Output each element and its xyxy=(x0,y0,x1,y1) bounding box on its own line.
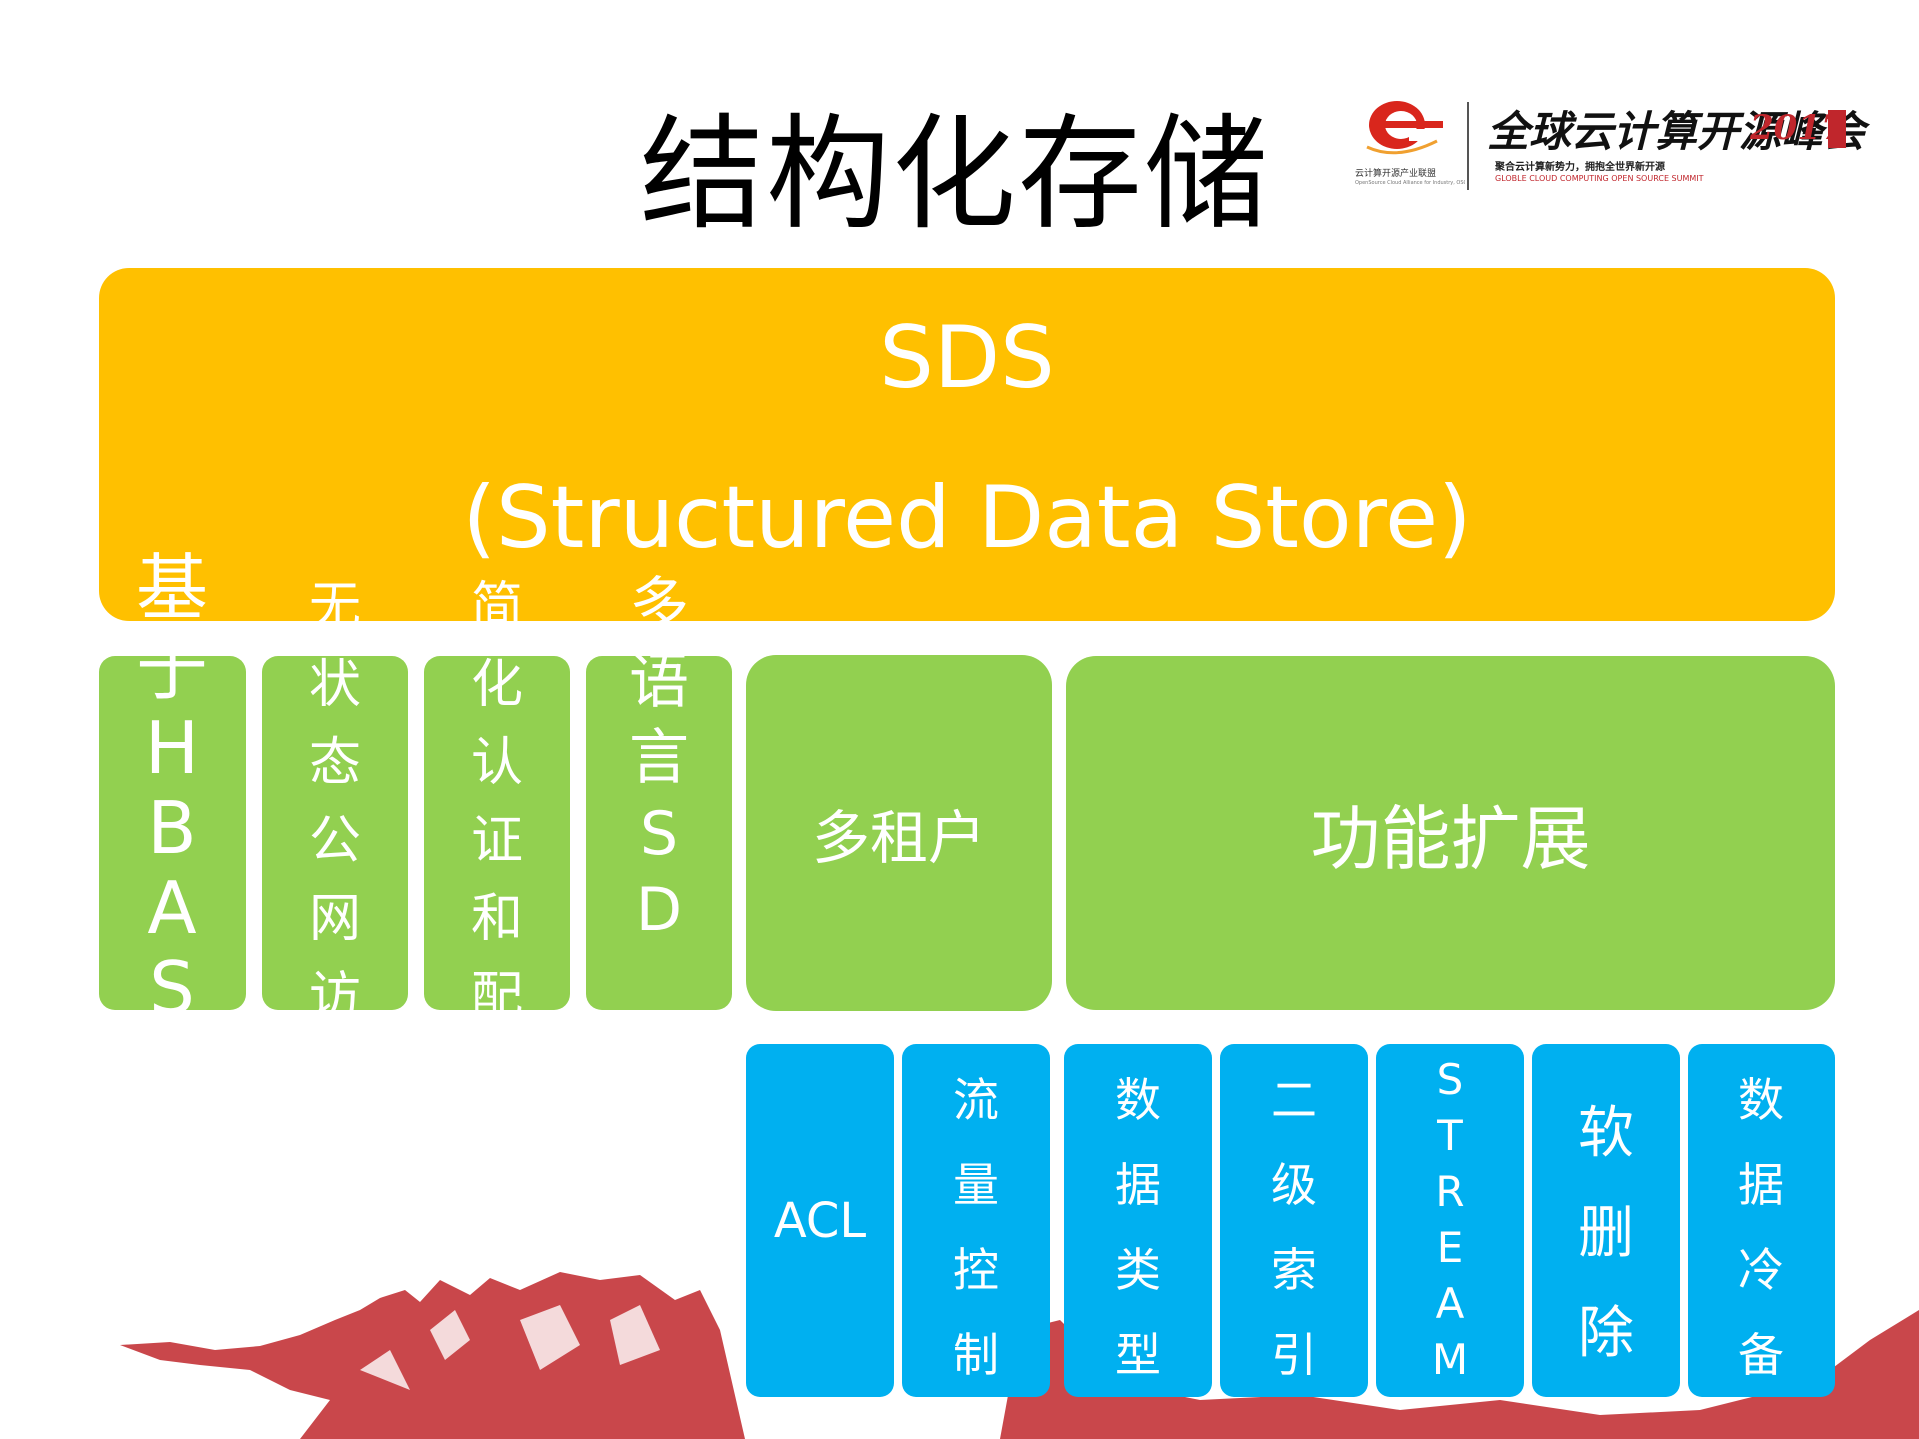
oscar-e-logo-icon xyxy=(1366,101,1443,155)
feature-label-extension: 功能扩展 xyxy=(1310,797,1591,880)
logo-divider xyxy=(1467,102,1469,190)
extension-label-softdel: 软删除 xyxy=(1578,1101,1634,1366)
feature-text-clip-stateless: 无状态公网访 xyxy=(262,568,408,1010)
extension-label-index: 二级索引 xyxy=(1271,1073,1317,1382)
feature-text-clip-sdk: 多语言SD xyxy=(586,568,732,1010)
extension-label-stream: STREAM xyxy=(1431,1055,1469,1384)
summit-seal-icon xyxy=(1828,110,1846,148)
extension-box-index: 二级索引 xyxy=(1220,1044,1368,1397)
extension-box-flow: 流量控制 xyxy=(902,1044,1050,1397)
feature-label-sdk: 多语言SD xyxy=(629,571,689,945)
extension-box-stream: STREAM xyxy=(1376,1044,1524,1397)
feature-label-tenant: 多租户 xyxy=(811,804,986,872)
extension-box-softdel: 软删除 xyxy=(1532,1044,1680,1397)
summit-slogan: 聚合云计算新势力，拥抱全世界新开源 xyxy=(1495,162,1665,173)
feature-box-extension: 功能扩展 xyxy=(1066,656,1835,1010)
extension-label-acl: ACL xyxy=(773,1192,867,1249)
sds-title: SDS xyxy=(879,308,1055,408)
mountain-decoration xyxy=(120,1272,1919,1439)
feature-text-clip-auth: 简化认证和配 xyxy=(424,568,570,1010)
org-name-en: OpenSource Cloud Alliance for Industry, … xyxy=(1355,180,1465,186)
feature-box-tenant: 多租户 xyxy=(746,655,1052,1011)
feature-text-clip-hbase: 基于HBAS xyxy=(99,548,246,1010)
extension-box-types: 数据类型 xyxy=(1064,1044,1212,1397)
feature-box-hbase xyxy=(99,656,246,1010)
feature-label-hbase: 基于HBAS xyxy=(136,548,209,1010)
summit-logo: 云计算开源产业联盟 OpenSource Cloud Alliance for … xyxy=(1355,90,1865,200)
extension-box-acl: ACL xyxy=(746,1044,894,1397)
extension-label-flow: 流量控制 xyxy=(953,1073,999,1382)
sds-block: SDS (Structured Data Store) xyxy=(99,268,1835,621)
extension-label-coldbackup: 数据冷备 xyxy=(1738,1073,1784,1382)
feature-box-sdk xyxy=(586,656,732,1010)
summit-name-en: GLOBLE CLOUD COMPUTING OPEN SOURCE SUMMI… xyxy=(1495,174,1704,183)
feature-label-stateless: 无状态公网访 xyxy=(308,577,361,1010)
feature-box-auth xyxy=(424,656,570,1010)
page-title: 结构化存储 xyxy=(640,103,1271,247)
feature-box-stateless xyxy=(262,656,408,1010)
summit-name: 全球云计算开源峰会 xyxy=(1487,107,1866,156)
org-name-cn: 云计算开源产业联盟 xyxy=(1355,169,1437,179)
extension-box-coldbackup: 数据冷备 xyxy=(1688,1044,1835,1397)
sds-subtitle: (Structured Data Store) xyxy=(462,468,1472,568)
extension-label-types: 数据类型 xyxy=(1115,1073,1161,1382)
feature-label-auth: 简化认证和配 xyxy=(470,577,523,1010)
